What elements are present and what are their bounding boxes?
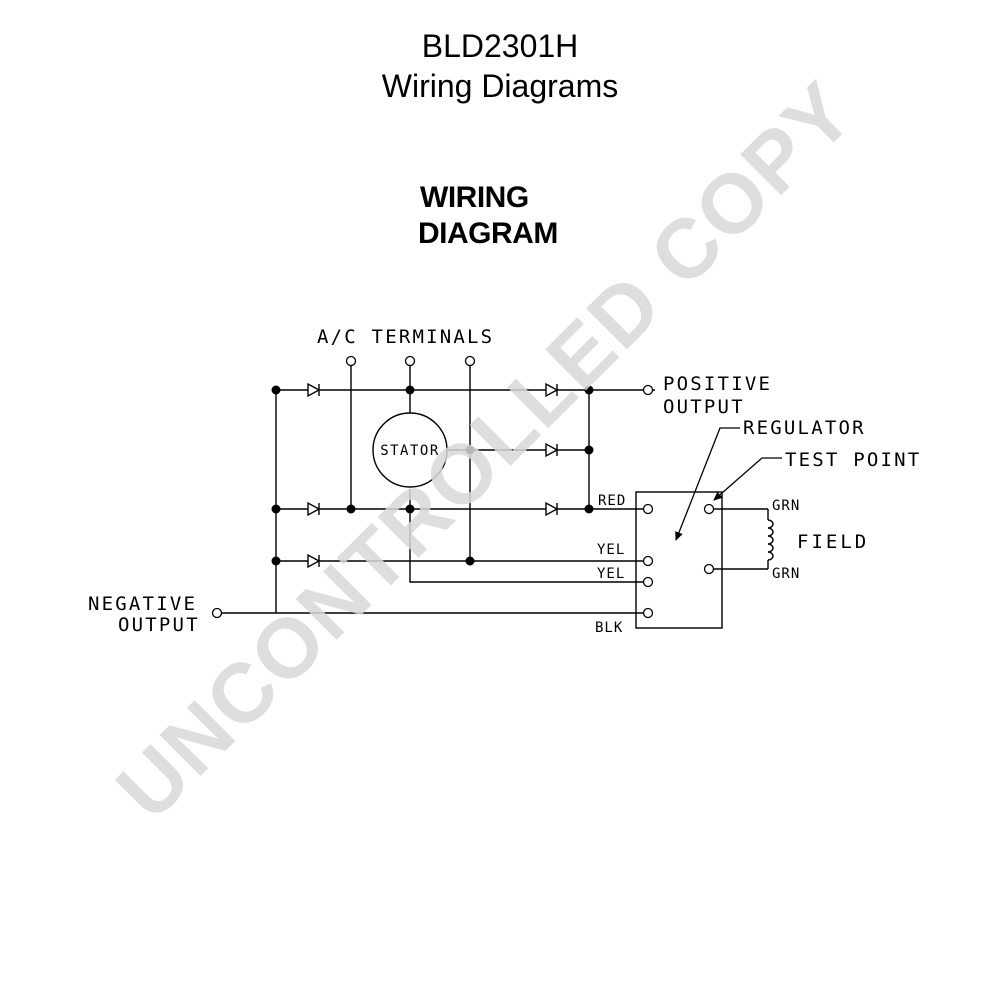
diode-icon xyxy=(307,382,321,398)
regulator-yel-terminal xyxy=(642,576,654,588)
diagram-heading-line1: WIRING xyxy=(420,181,529,214)
red-wire-label: RED xyxy=(598,493,626,509)
positive-output-label-line1: POSITIVE xyxy=(663,373,772,395)
document-subtitle: Wiring Diagrams xyxy=(381,68,619,104)
wires xyxy=(222,366,768,614)
diodes xyxy=(307,382,559,569)
regulator-grn-terminal xyxy=(703,503,715,515)
regulator-box xyxy=(635,491,723,629)
regulator-arrow-icon xyxy=(675,427,740,541)
yel-wire-label-1: YEL xyxy=(597,542,625,558)
diode-icon xyxy=(545,382,559,398)
negative-output-terminal xyxy=(211,607,223,619)
field-coil-icon xyxy=(767,509,774,569)
test-point-arrow-icon xyxy=(713,457,782,501)
regulator-red-terminal xyxy=(642,503,654,515)
yel-wire-label-2: YEL xyxy=(597,566,625,582)
labels: A/C TERMINALS STATOR POSITIVE OUTPUT NEG… xyxy=(88,326,921,636)
negative-output-label-line1: NEGATIVE xyxy=(88,593,197,615)
test-point-label: TEST POINT xyxy=(785,449,921,471)
ac-terminal xyxy=(404,355,416,367)
leader-lines xyxy=(675,427,782,541)
positive-output-label-line2: OUTPUT xyxy=(663,396,745,418)
ac-terminal xyxy=(464,355,476,367)
diode-icon xyxy=(307,501,321,517)
blk-wire-label: BLK xyxy=(595,620,623,636)
field-label: FIELD xyxy=(797,531,869,553)
regulator-blk-terminal xyxy=(642,607,654,619)
regulator-yel-terminal xyxy=(642,555,654,567)
diode-icon xyxy=(545,501,559,517)
negative-output-label-line2: OUTPUT xyxy=(118,614,200,636)
regulator-grn-terminal xyxy=(703,563,715,575)
ac-terminal xyxy=(345,355,357,367)
stator-label: STATOR xyxy=(380,443,440,459)
ac-terminals-label: A/C TERMINALS xyxy=(317,326,494,348)
diode-icon xyxy=(545,442,559,458)
positive-output-terminal xyxy=(642,384,654,396)
grn-wire-label-top: GRN xyxy=(772,498,800,514)
grn-wire-label-bottom: GRN xyxy=(772,566,800,582)
diagram-heading-line2: DIAGRAM xyxy=(418,217,558,250)
regulator-label: REGULATOR xyxy=(743,417,866,439)
document-title: BLD2301H xyxy=(421,28,579,64)
terminals xyxy=(211,355,715,619)
stator-circle xyxy=(372,412,448,488)
yel-wire-2 xyxy=(409,509,644,583)
junction-dots xyxy=(271,385,594,566)
diode-icon xyxy=(307,553,321,569)
